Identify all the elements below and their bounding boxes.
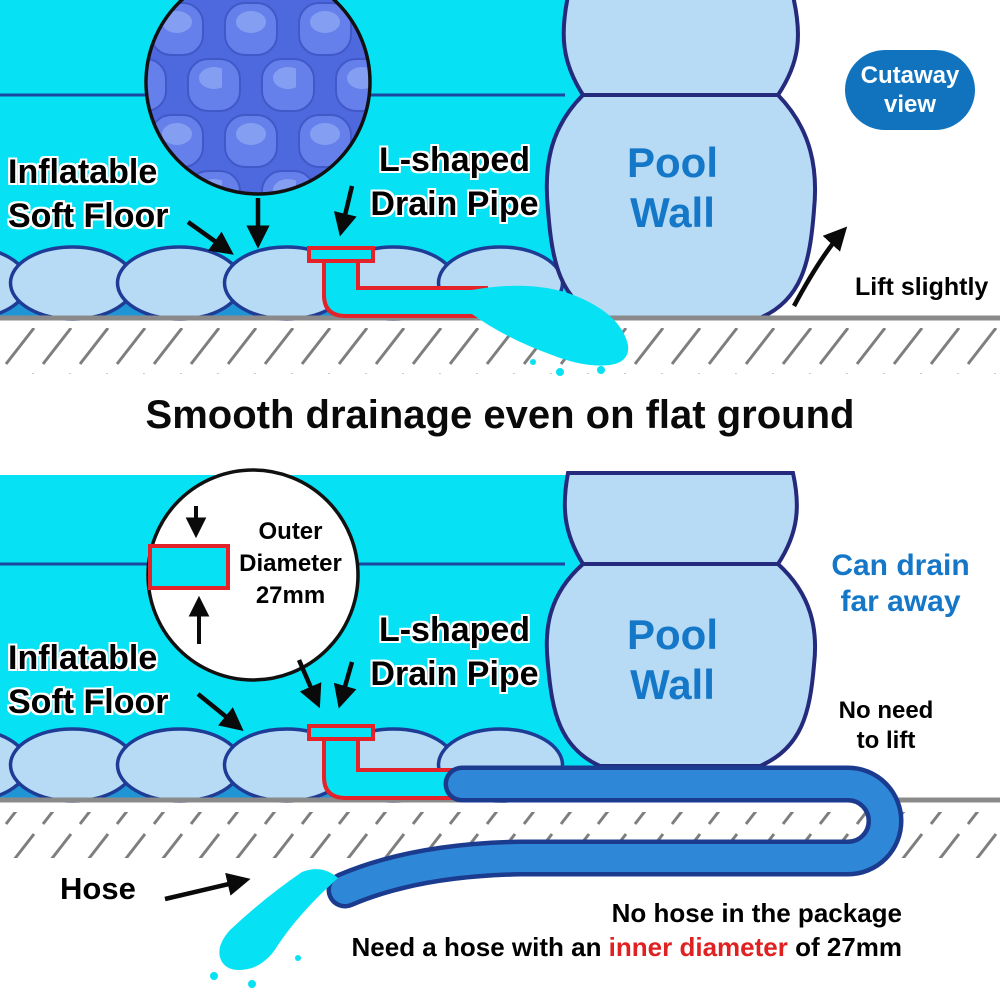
water-splash — [210, 869, 338, 988]
top-arrows — [186, 185, 848, 308]
pipe-cross-section — [148, 544, 230, 590]
inflatable-soft-floor-label: Inflatable Soft Floor — [8, 153, 169, 235]
callout-leader-arrow — [296, 659, 322, 709]
floor-texture-callout — [144, 0, 372, 196]
soft-floor-arrow — [196, 692, 244, 731]
cutaway-view-badge: Cutaway view — [845, 50, 975, 130]
drain-pipe — [307, 724, 455, 800]
note-part1: Need a hose with an — [351, 932, 609, 962]
lift-slightly-label: Lift slightly — [855, 273, 989, 301]
hose-label: Hose — [60, 871, 136, 906]
no-need-to-lift-label: No need to lift — [838, 697, 934, 754]
drain-pipe — [307, 246, 488, 318]
note-part2: of 27mm — [787, 932, 902, 962]
ground-hatching — [0, 328, 1000, 374]
drain-pipe-arrow — [333, 661, 357, 709]
main-heading: Smooth drainage even on flat ground — [145, 393, 855, 437]
pool-wall-shape — [544, 0, 818, 320]
drain-pipe-arrow — [333, 185, 357, 237]
lift-arrow — [792, 226, 848, 308]
l-shaped-drain-pipe-label: L-shaped Drain Pipe — [370, 141, 539, 223]
top-cutaway-diagram — [0, 0, 1000, 376]
bottom-cutaway-diagram — [0, 468, 1000, 988]
no-hose-note: No hose in the package — [611, 898, 902, 928]
inflatable-soft-floor-label-bottom: Inflatable Soft Floor — [8, 639, 169, 721]
note-highlight: inner diameter — [608, 932, 788, 962]
pool-wall-label: Pool Wall — [627, 139, 718, 236]
diameter-callout — [146, 468, 360, 682]
bottom-arrows — [164, 659, 357, 902]
water-splash — [472, 285, 629, 376]
hose — [326, 765, 904, 909]
outer-diameter-label: Outer Diameter 27mm — [239, 518, 342, 609]
soft-floor-arrow — [186, 220, 234, 255]
pool-wall-shape — [544, 471, 818, 768]
can-drain-far-away-label: Can drain far away — [831, 549, 970, 618]
l-shaped-drain-pipe-label-bottom: L-shaped Drain Pipe — [370, 611, 539, 693]
pool-wall-label-bottom: Pool Wall — [627, 611, 718, 708]
hose-arrow — [164, 872, 251, 902]
inner-diameter-note: Need a hose with an inner diameter of 27… — [280, 931, 903, 964]
